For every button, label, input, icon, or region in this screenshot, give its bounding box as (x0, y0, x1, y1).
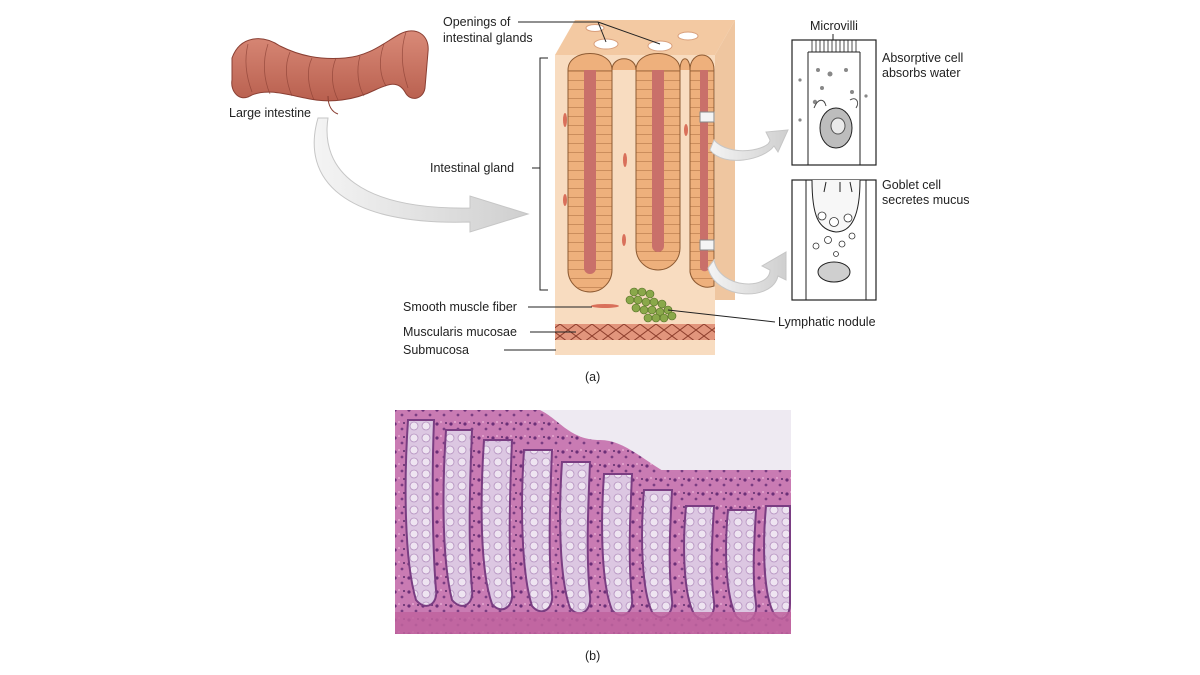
goblet-cell-diagram (791, 179, 877, 301)
label-goblet-line2: secretes mucus (882, 193, 970, 207)
lymphatic-nodule (625, 287, 677, 323)
label-goblet-line1: Goblet cell (882, 178, 941, 192)
gland-2 (635, 69, 681, 271)
intestinal-glands (567, 53, 715, 293)
label-openings-line2: intestinal glands (443, 31, 533, 45)
label-openings-line1: Openings of (443, 15, 511, 29)
arrow-to-goblet-cell (707, 251, 787, 295)
histology-micrograph (395, 410, 791, 634)
panel-label-b: (b) (585, 649, 600, 663)
gland-1 (567, 69, 613, 293)
muscularis-mucosae-band (555, 324, 715, 340)
label-muscularis-mucosae: Muscularis mucosae (403, 325, 517, 339)
gland-3 (689, 69, 715, 288)
label-microvilli: Microvilli (810, 19, 858, 33)
smooth-muscle-fibers (563, 113, 688, 308)
label-absorptive-line1: Absorptive cell (882, 51, 963, 65)
leader-lines (504, 21, 848, 351)
label-large-intestine: Large intestine (229, 106, 311, 120)
absorptive-cell-diagram (791, 39, 877, 166)
magnify-arrow-main (313, 117, 530, 233)
label-submucosa: Submucosa (403, 343, 469, 357)
panel-label-a: (a) (585, 370, 600, 384)
large-intestine-illustration (231, 30, 429, 115)
label-smooth-muscle-fiber: Smooth muscle fiber (403, 300, 517, 314)
arrow-to-absorptive-cell (709, 129, 789, 161)
label-lymphatic-nodule: Lymphatic nodule (778, 315, 876, 329)
label-intestinal-gland: Intestinal gland (430, 161, 514, 175)
histology-crypts (404, 419, 791, 623)
label-absorptive-line2: absorbs water (882, 66, 961, 80)
